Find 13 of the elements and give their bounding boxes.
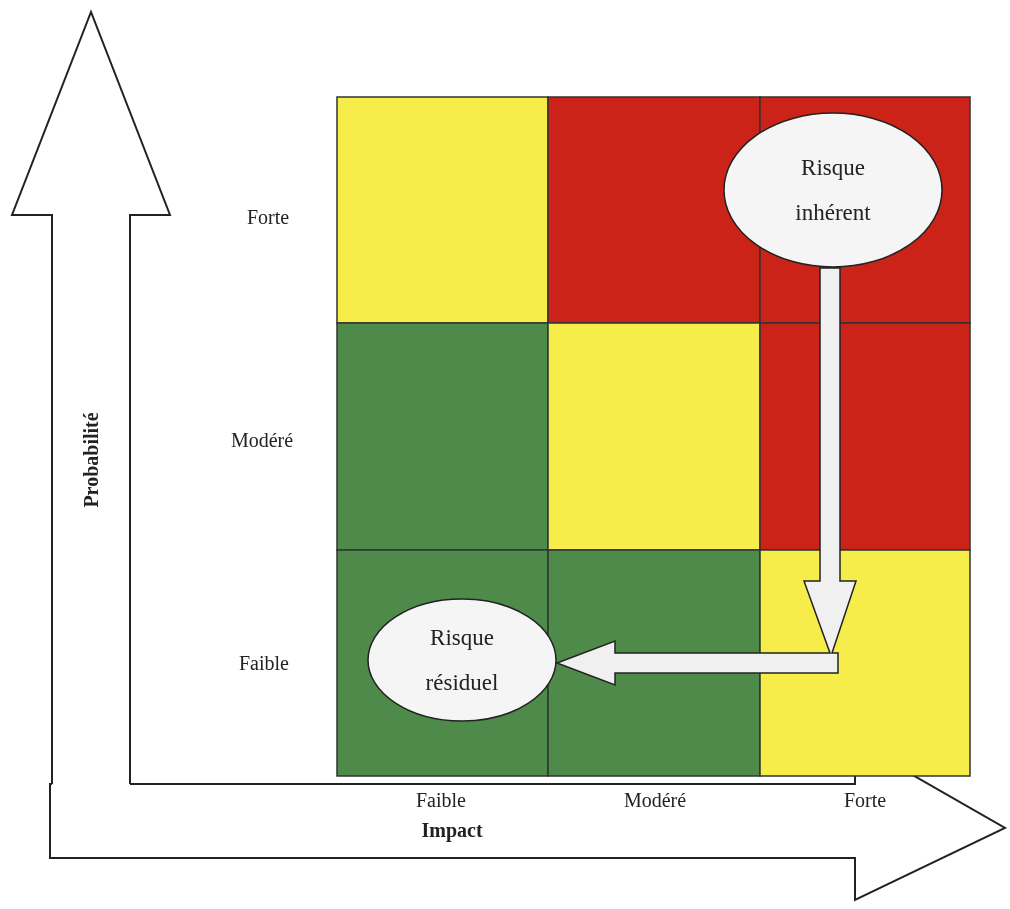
level-label: Modéré: [623, 788, 687, 812]
level-label: Forte: [843, 788, 887, 812]
ellipse-node: [723, 112, 943, 268]
node-text: Risque résiduel: [424, 624, 500, 697]
axis-title: Impact: [421, 818, 483, 842]
ellipse-node: [367, 598, 557, 722]
block-arrow: [554, 267, 858, 687]
level-label: Forte: [246, 205, 290, 229]
level-label: Modéré: [230, 428, 294, 452]
level-label: Faible: [239, 651, 289, 675]
node-text: Risque inhérent: [794, 154, 872, 227]
level-label: Faible: [416, 788, 466, 812]
axis-title: Probabilité: [79, 412, 103, 508]
